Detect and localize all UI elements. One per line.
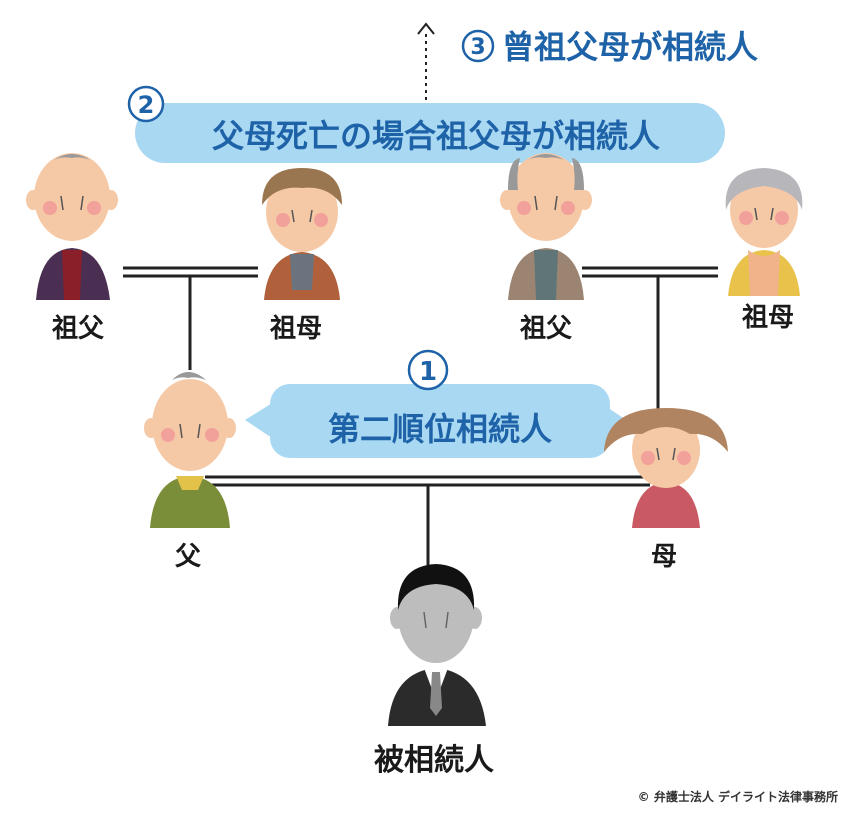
caption-three-text: 曾祖父母が相続人	[502, 28, 758, 66]
father-figure	[144, 372, 236, 528]
badge-one-text: 1	[419, 357, 437, 387]
caption-second-rank: 1 第二順位相続人	[245, 349, 626, 458]
badge-two	[127, 85, 165, 123]
label-maternal-grandmother: 祖母	[741, 303, 794, 333]
label-mother: 母	[651, 542, 677, 572]
maternal-grandmother-figure	[725, 168, 803, 296]
badge-three	[461, 29, 495, 63]
copyright-credit: © 弁護士法人 デイライト法律事務所	[638, 789, 838, 804]
caption-great-grandparents: 3 曾祖父母が相続人	[461, 28, 758, 66]
label-paternal-grandfather: 祖父	[51, 314, 105, 344]
badge-three-text: 3	[470, 35, 485, 60]
family-tree-lines	[123, 266, 718, 565]
caption-one-text: 第二順位相続人	[328, 410, 552, 448]
label-paternal-grandmother: 祖母	[269, 314, 322, 344]
label-father: 父	[175, 542, 202, 572]
decedent-figure	[388, 564, 486, 726]
paternal-grandfather-figure	[26, 153, 118, 300]
banner-grandparents	[135, 103, 725, 163]
paternal-grandmother-figure	[262, 168, 342, 300]
badge-two-text: 2	[138, 91, 155, 119]
caption-two-text: 父母死亡の場合祖父母が相続人	[212, 117, 660, 155]
label-decedent: 被相続人	[374, 743, 494, 778]
mother-figure	[604, 408, 728, 528]
label-maternal-grandfather: 祖父	[519, 314, 573, 344]
badge-one	[407, 349, 449, 391]
caption-grandparents: 2 父母死亡の場合祖父母が相続人	[127, 85, 725, 163]
upward-dotted-arrow	[417, 22, 435, 100]
maternal-grandfather-figure	[500, 153, 592, 300]
